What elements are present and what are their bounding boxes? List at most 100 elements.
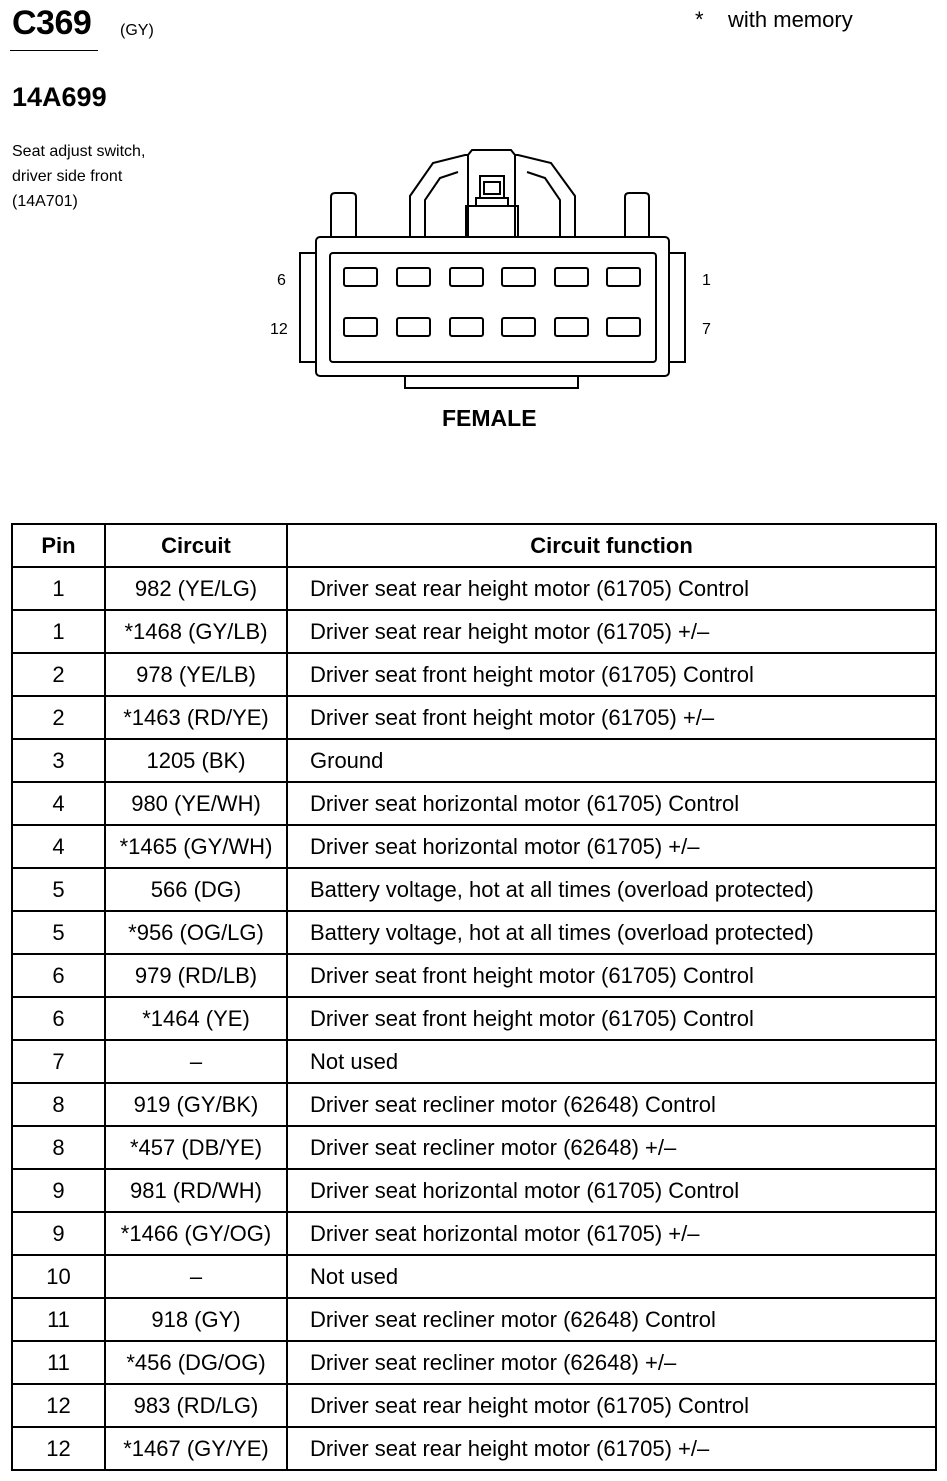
cell-circuit-function: Driver seat rear height motor (61705) Co…	[286, 566, 937, 611]
cell-pin: 4	[11, 781, 106, 826]
component-description: Seat adjust switch, driver side front (1…	[12, 139, 212, 214]
cell-circuit-function: Driver seat rear height motor (61705) Co…	[286, 1383, 937, 1428]
cell-circuit-function: Driver seat front height motor (61705) +…	[286, 695, 937, 740]
connector-recess	[329, 252, 657, 363]
cell-circuit-function: Driver seat front height motor (61705) C…	[286, 996, 937, 1041]
cell-circuit: 982 (YE/LG)	[104, 566, 288, 611]
cell-pin: 2	[11, 695, 106, 740]
cell-pin: 2	[11, 652, 106, 697]
cell-circuit-function: Battery voltage, hot at all times (overl…	[286, 867, 937, 912]
cell-circuit-function: Driver seat recliner motor (62648) Contr…	[286, 1297, 937, 1342]
table-row: 9*1466 (GY/OG)Driver seat horizontal mot…	[11, 1211, 937, 1256]
cell-pin: 10	[11, 1254, 106, 1299]
table-row: 12*1467 (GY/YE)Driver seat rear height m…	[11, 1426, 937, 1471]
cell-circuit-function: Driver seat horizontal motor (61705) Con…	[286, 781, 937, 826]
cell-pin: 8	[11, 1082, 106, 1127]
cell-circuit-function: Driver seat front height motor (61705) C…	[286, 652, 937, 697]
pin-label-7: 7	[702, 321, 711, 338]
cell-circuit-function: Driver seat horizontal motor (61705) +/–	[286, 1211, 937, 1256]
cell-circuit: *956 (OG/LG)	[104, 910, 288, 955]
cell-pin: 12	[11, 1426, 106, 1471]
cell-circuit: *1467 (GY/YE)	[104, 1426, 288, 1471]
cell-circuit: 979 (RD/LB)	[104, 953, 288, 998]
cell-circuit: *1466 (GY/OG)	[104, 1211, 288, 1256]
table-row: 10–Not used	[11, 1254, 937, 1299]
table-row: 8*457 (DB/YE)Driver seat recliner motor …	[11, 1125, 937, 1170]
component-desc-line-2: driver side front	[12, 168, 123, 185]
cell-pin: 6	[11, 953, 106, 998]
table-row: 11*456 (DG/OG)Driver seat recliner motor…	[11, 1340, 937, 1385]
cell-pin: 12	[11, 1383, 106, 1428]
cell-pin: 11	[11, 1297, 106, 1342]
pin-label-6: 6	[277, 272, 286, 289]
pin-cavities-top-row	[343, 267, 641, 287]
connector-color: (GY)	[120, 22, 154, 39]
cell-circuit: *1465 (GY/WH)	[104, 824, 288, 869]
cell-pin: 4	[11, 824, 106, 869]
cell-circuit-function: Driver seat recliner motor (62648) +/–	[286, 1340, 937, 1385]
cell-pin: 1	[11, 566, 106, 611]
latch-base	[465, 205, 519, 237]
table-row: 2*1463 (RD/YE)Driver seat front height m…	[11, 695, 937, 740]
left-flange	[299, 252, 316, 363]
cell-circuit-function: Driver seat recliner motor (62648) +/–	[286, 1125, 937, 1170]
left-post	[330, 192, 357, 237]
cell-pin: 7	[11, 1039, 106, 1084]
latch-right-inner	[526, 171, 561, 237]
cell-circuit-function: Driver seat horizontal motor (61705) +/–	[286, 824, 937, 869]
pin-cavities-bottom-row	[343, 317, 641, 337]
cell-circuit: *1468 (GY/LB)	[104, 609, 288, 654]
pin-label-12: 12	[270, 321, 288, 338]
component-desc-line-3: (14A701)	[12, 193, 78, 210]
cell-circuit-function: Driver seat rear height motor (61705) +/…	[286, 609, 937, 654]
cell-circuit: *456 (DG/OG)	[104, 1340, 288, 1385]
table-row: 1*1468 (GY/LB)Driver seat rear height mo…	[11, 609, 937, 654]
memory-note: * with memory	[695, 7, 853, 32]
cell-circuit: *1464 (YE)	[104, 996, 288, 1041]
cell-circuit: 978 (YE/LB)	[104, 652, 288, 697]
table-row: 5*956 (OG/LG)Battery voltage, hot at all…	[11, 910, 937, 955]
latch-left-inner	[424, 171, 459, 237]
cell-circuit: –	[104, 1039, 288, 1084]
latch-step	[475, 197, 509, 206]
header-pin: Pin	[11, 523, 106, 568]
latch-left-arm	[409, 154, 469, 237]
cell-circuit: 566 (DG)	[104, 867, 288, 912]
table-header-row: Pin Circuit Circuit function	[11, 523, 937, 568]
cell-pin: 5	[11, 867, 106, 912]
cell-pin: 8	[11, 1125, 106, 1170]
cell-circuit-function: Driver seat horizontal motor (61705) Con…	[286, 1168, 937, 1213]
bottom-key	[404, 376, 579, 389]
cell-circuit-function: Ground	[286, 738, 937, 783]
cell-pin: 5	[11, 910, 106, 955]
cell-circuit: –	[104, 1254, 288, 1299]
cell-pin: 6	[11, 996, 106, 1041]
cell-circuit: 919 (GY/BK)	[104, 1082, 288, 1127]
table-row: 6*1464 (YE)Driver seat front height moto…	[11, 996, 937, 1041]
cell-circuit-function: Driver seat rear height motor (61705) +/…	[286, 1426, 937, 1471]
connector-id: C369	[12, 4, 92, 42]
cell-circuit: 918 (GY)	[104, 1297, 288, 1342]
header-circuit-function: Circuit function	[286, 523, 937, 568]
cell-circuit-function: Not used	[286, 1039, 937, 1084]
cell-circuit: 980 (YE/WH)	[104, 781, 288, 826]
pin-label-1: 1	[702, 272, 711, 289]
latch-top	[467, 149, 516, 156]
header-circuit: Circuit	[104, 523, 288, 568]
cell-circuit-function: Driver seat recliner motor (62648) Contr…	[286, 1082, 937, 1127]
cell-circuit-function: Battery voltage, hot at all times (overl…	[286, 910, 937, 955]
cell-circuit-function: Driver seat front height motor (61705) C…	[286, 953, 937, 998]
table-row: 4*1465 (GY/WH)Driver seat horizontal mot…	[11, 824, 937, 869]
connector-body	[315, 236, 670, 377]
